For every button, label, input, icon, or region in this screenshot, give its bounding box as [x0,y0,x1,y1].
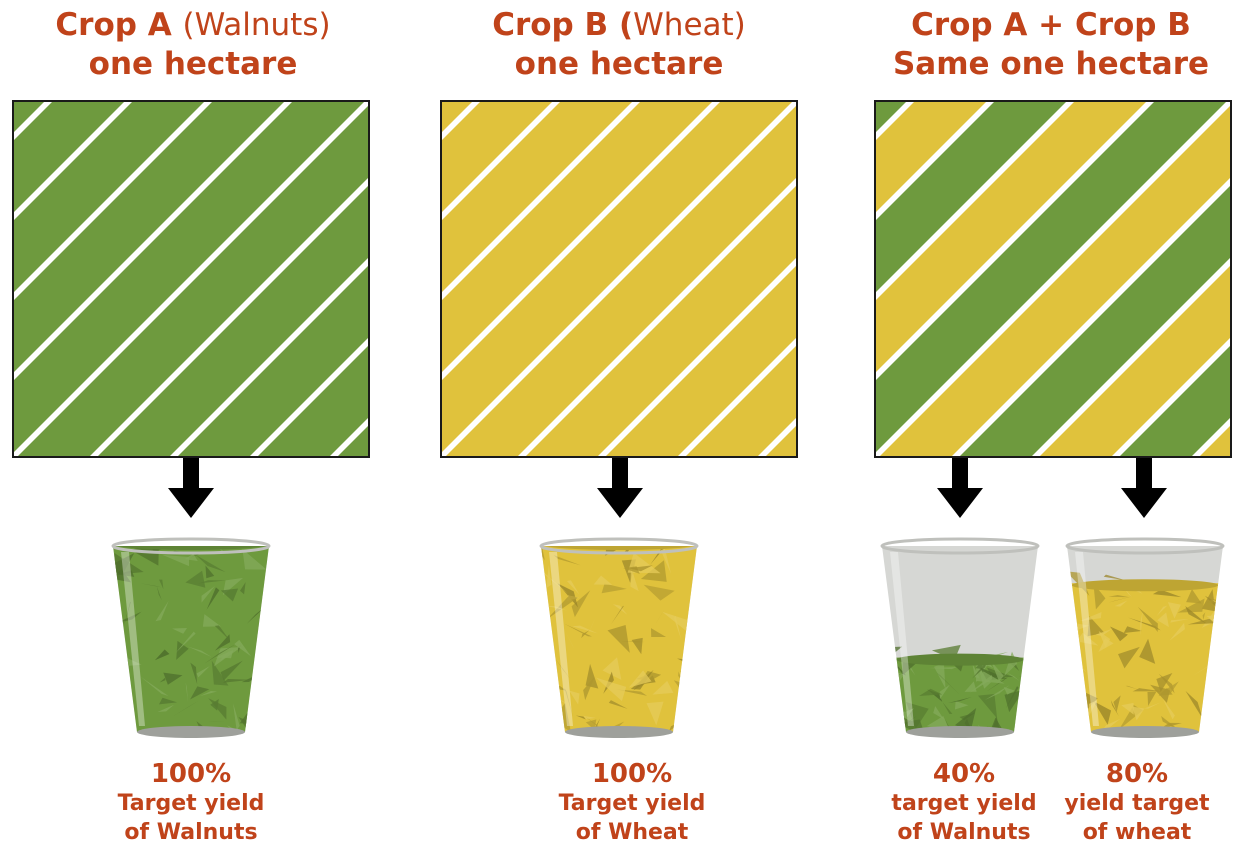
cup-fill-surface [1071,579,1219,592]
field-stripe [876,102,1226,452]
cup-rim [1065,537,1225,555]
field-stripe [960,186,1230,456]
panel-title-crop-a: Crop A (Walnuts) one hectare [12,6,374,84]
field-stripe [1120,346,1230,456]
panel-title-crop-ab: Crop A + Crop B Same one hectare [870,6,1232,84]
field-stripe [442,102,792,452]
yield-line1: target yield [891,791,1037,816]
field-stripe [766,426,796,456]
title-bold: Crop A + Crop B [911,7,1191,43]
field-stripe [446,106,796,456]
cup-base [565,726,673,738]
field-stripe [14,102,124,212]
cup-fill-surface [113,546,269,550]
field-stripe [880,106,1230,456]
field-stripe [14,102,364,452]
yield-line1: yield target [1064,791,1210,816]
yield-cup-walnuts [111,537,271,738]
cup-base [906,726,1014,738]
field-stripe [876,102,1066,292]
field-stripe [442,102,552,212]
title-light: (Walnuts) [182,7,331,43]
title-bold: Crop B ( [492,7,634,43]
field-stripe [876,102,986,212]
cup-base [137,726,245,738]
field-stripe [178,266,368,456]
yield-cup-wheat [539,537,699,738]
field-stripe [686,346,796,456]
field-stripe [1040,266,1230,456]
field-stripe [442,102,632,292]
cup-rim [111,537,271,555]
yield-percent: 40% [932,759,996,789]
yield-percent: 100% [591,759,673,789]
down-arrow-icon [1121,458,1167,518]
field-stripe [14,102,204,292]
yield-caption-walnuts: 100% Target yield of Walnuts [91,760,291,847]
field-stripe [526,186,796,456]
title-line2: one hectare [514,46,724,82]
down-arrow-icon [937,458,983,518]
cup-rim [880,537,1040,555]
field-stripe [876,102,1146,372]
field-stripe [18,106,368,456]
yield-line1: Target yield [117,791,265,816]
down-arrow-icon [168,458,214,518]
cup-fill-level [113,546,269,732]
field-stripes-crop-a [14,102,368,456]
field-crop-a [12,100,370,458]
field-stripes-crop-b [442,102,796,456]
field-crop-ab [874,100,1232,458]
title-light: Wheat) [633,7,746,43]
yield-line2: of wheat [1082,820,1192,845]
yield-line1: Target yield [558,791,706,816]
cup-fill-surface [896,653,1024,666]
panel-title-crop-b: Crop B (Wheat) one hectare [438,6,800,84]
cup-base [1091,726,1199,738]
yield-caption-mixed-walnuts: 40% target yield of Walnuts [864,760,1064,847]
field-stripe [1200,426,1230,456]
title-line2: Same one hectare [892,46,1210,82]
field-stripe [14,102,44,132]
field-stripe [98,186,368,456]
cup-fill-surface [541,546,697,550]
field-crop-b [440,100,798,458]
field-stripe [442,102,472,132]
yield-line2: of Wheat [575,820,689,845]
field-stripes-crop-ab [876,102,1230,456]
yield-percent: 100% [150,759,232,789]
title-bold: Crop A [55,7,172,43]
field-stripe [606,266,796,456]
yield-percent: 80% [1105,759,1169,789]
field-stripe [258,346,368,456]
yield-cup-mixed-walnuts [880,537,1040,738]
yield-caption-mixed-wheat: 80% yield target of wheat [1037,760,1237,847]
yield-line2: of Walnuts [897,820,1031,845]
field-stripe [14,102,284,372]
yield-cup-mixed-wheat [1065,537,1225,738]
cup-rim [539,537,699,555]
title-line2: one hectare [88,46,298,82]
yield-caption-wheat: 100% Target yield of Wheat [532,760,732,847]
down-arrow-icon [597,458,643,518]
field-stripe [442,102,712,372]
field-stripe [338,426,368,456]
field-stripe [876,102,906,132]
yield-line2: of Walnuts [124,820,258,845]
